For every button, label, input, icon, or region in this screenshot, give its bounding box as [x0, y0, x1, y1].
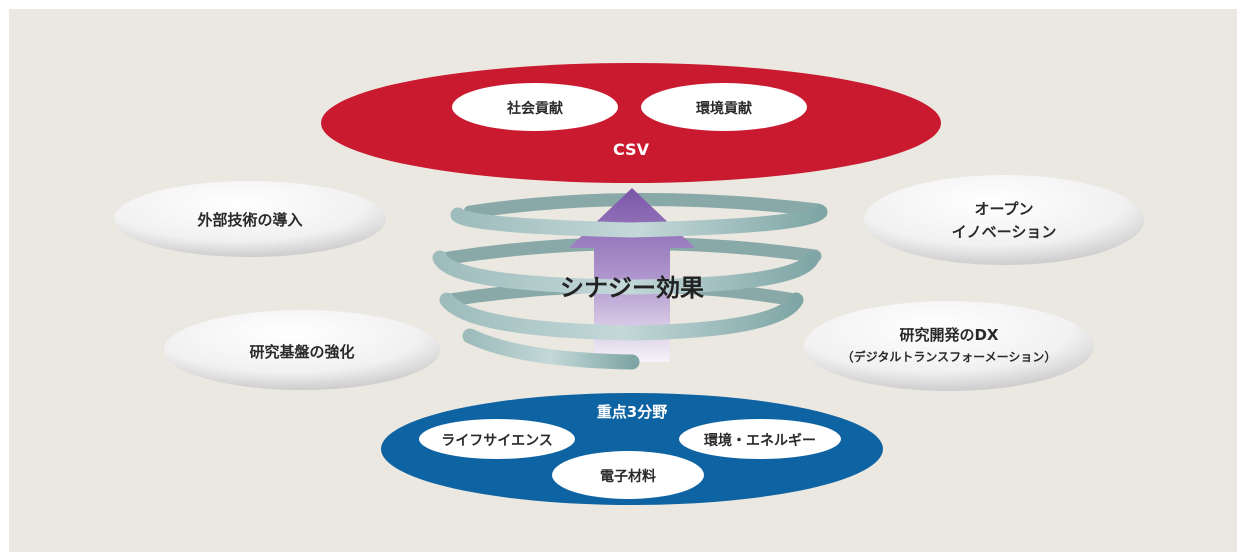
open-innovation-label-2: イノベーション [951, 223, 1057, 241]
life-science-label: ライフサイエンス [441, 433, 553, 449]
pill-research-base [164, 310, 440, 390]
csv-title: CSV [613, 140, 649, 159]
social-contribution-pill [452, 83, 618, 131]
environment-contribution-pill [641, 83, 807, 131]
social-contribution-label: 社会貢献 [507, 101, 563, 117]
open-innovation-label-1: オープン [974, 200, 1034, 218]
rd-dx-label-1: 研究開発のDX [899, 326, 999, 344]
synergy-label: シナジー効果 [560, 274, 704, 302]
pill-open-innovation [864, 175, 1144, 265]
external-tech-label: 外部技術の導入 [197, 211, 303, 229]
environment-contribution-label: 環境貢献 [696, 101, 752, 117]
electronic-materials-pill [552, 451, 704, 499]
csv-ellipse [321, 63, 941, 183]
life-science-pill [419, 419, 575, 459]
focus-title: 重点3分野 [596, 403, 668, 421]
pill-rd-dx [804, 301, 1094, 391]
electronic-materials-label: 電子材料 [600, 469, 656, 485]
research-base-label: 研究基盤の強化 [249, 343, 355, 361]
rd-dx-label-2: （デジタルトランスフォーメーション） [841, 350, 1057, 364]
spiral-front [432, 204, 828, 370]
environment-energy-pill [679, 419, 841, 459]
environment-energy-label: 環境・エネルギー [704, 433, 816, 449]
pill-external-tech [114, 181, 386, 257]
